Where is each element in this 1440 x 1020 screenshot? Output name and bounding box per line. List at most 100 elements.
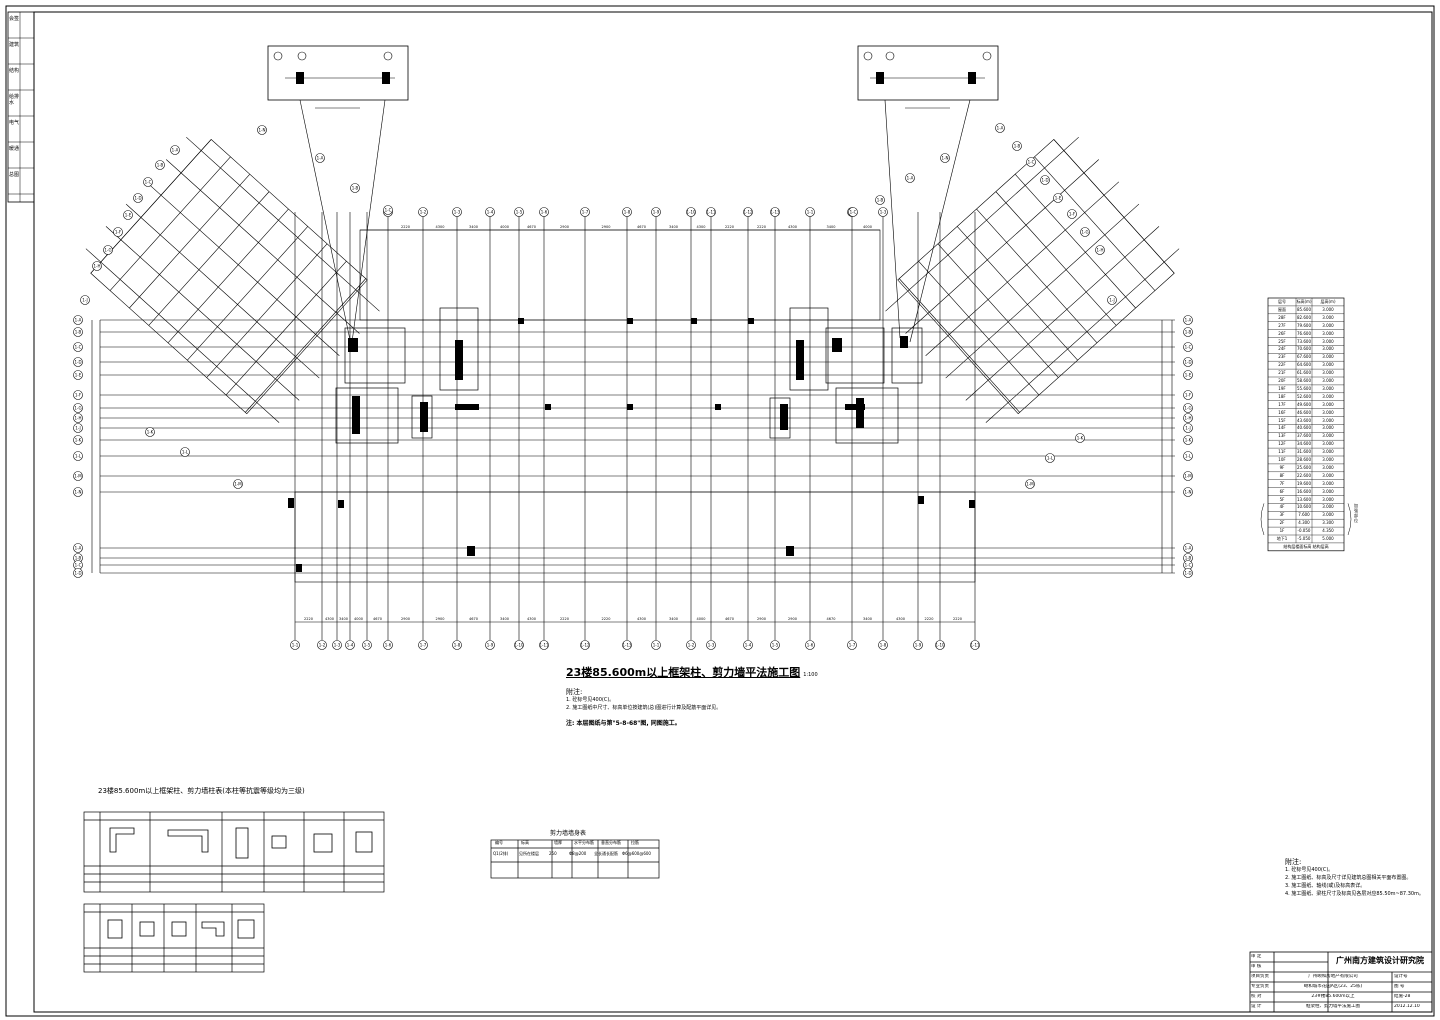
floor-table-cell-height: 3.000 (1322, 393, 1334, 399)
wing-grid-v (965, 226, 1160, 401)
floor-table-cell-height: 3.000 (1322, 346, 1334, 352)
detail-box-left (267, 45, 409, 109)
title-block-cell: 审 核 (1251, 964, 1262, 969)
leader-line (909, 99, 971, 343)
floor-table-cell-elev: 58.600 (1297, 378, 1311, 383)
title-block-cell: 审 定 (1251, 954, 1262, 959)
floor-table-cell-floor: 2F (1279, 520, 1285, 526)
axis-label: 1-A (75, 318, 82, 323)
axis-label: 1-F (115, 230, 122, 235)
axis-bubble: 1-C (1183, 560, 1193, 570)
dim-text: 2900 (560, 225, 569, 229)
wall-table (490, 839, 660, 879)
axis-label: 1-B (75, 556, 82, 561)
axis-circle (73, 435, 83, 445)
dim-text: 3400 (669, 617, 678, 621)
axis-circle (1183, 390, 1193, 400)
axis-bubble: 1-2 (317, 640, 327, 650)
dim-text: 4300 (436, 225, 445, 229)
axis-circle (1183, 342, 1193, 352)
floor-table-cell-elev: 31.600 (1297, 449, 1311, 455)
notes-b-title: 附注: (1285, 858, 1302, 866)
axis-circle (155, 160, 165, 170)
axis-label: 1-D (74, 571, 81, 576)
axis-label: 1-E (125, 213, 132, 218)
axis-circle (73, 327, 83, 337)
axis-circle (622, 207, 632, 217)
dim-text: 4000 (863, 225, 872, 229)
axis-bubble: 1-A (315, 153, 325, 163)
axis-label: 1-9 (653, 210, 660, 215)
axis-label: 1-5 (516, 210, 523, 215)
axis-circle (1107, 295, 1117, 305)
title-block-cell: 专业负责 (1251, 984, 1269, 989)
wing-grid-h (109, 156, 231, 291)
column (796, 340, 804, 380)
floor-table-cell-height: 3.000 (1322, 338, 1334, 344)
axis-circle (145, 427, 155, 437)
axis-bubble: 1-9 (651, 207, 661, 217)
floor-table-cell-floor: 19F (1278, 385, 1286, 391)
axis-label: 1-M (234, 482, 242, 487)
floor-table-cell-height: 3.000 (1322, 433, 1334, 439)
axis-circle (1012, 141, 1022, 151)
margin-label: 结构 (9, 68, 20, 74)
axis-label: 1-J (1109, 298, 1114, 303)
margin-label: 暖通 (9, 146, 20, 152)
axis-bubble: 1-7 (580, 207, 590, 217)
floor-table-cell-floor: 11F (1278, 449, 1286, 455)
floor-table-cell-floor: 16F (1278, 409, 1286, 415)
axis-label: 1-A (172, 148, 179, 153)
axis-bubble: 1-C (73, 560, 83, 570)
column (455, 404, 479, 410)
axis-label: 1-3 (880, 210, 887, 215)
axis-label: 1-N (1185, 490, 1192, 495)
axis-circle (103, 245, 113, 255)
axis-bubble: 1-12 (580, 640, 590, 650)
title-block-company: 广州南方建筑设计研究院 (1336, 956, 1424, 965)
axis-label: 1-C (1185, 563, 1192, 568)
column (352, 396, 360, 434)
axis-bubble: 1-9 (913, 640, 923, 650)
axis-circle (935, 640, 945, 650)
axis-bubble: 1-13 (622, 640, 632, 650)
axis-bubble: 1-10 (514, 640, 524, 650)
axis-bubble: 1-3 (706, 640, 716, 650)
axis-label: 1-D (74, 360, 81, 365)
floor-table-cell-floor: 13F (1278, 433, 1286, 439)
floor-table-cell-elev: 43.600 (1297, 417, 1311, 423)
axis-circle (123, 210, 133, 220)
axis-circle (1080, 227, 1090, 237)
axis-label: 1-7 (420, 643, 427, 648)
wing-grid-h (167, 208, 289, 343)
floor-table-cell-elev: 64.600 (1297, 362, 1311, 368)
axis-circle (539, 640, 549, 650)
axis-bubble: 1-F (113, 227, 123, 237)
axis-bubble: 1-E (1183, 370, 1193, 380)
notes-b-line-1: 1. 砼标号见400(C)。 (1285, 867, 1334, 873)
wing-grid-h (206, 243, 328, 378)
axis-bubble: 1-J (80, 295, 90, 305)
axis-label: 1-N (942, 156, 949, 161)
wing-grid-v (145, 181, 340, 356)
axis-label: 1-10 (514, 643, 524, 648)
notes-a-title: 附注: (566, 688, 583, 696)
axis-circle (73, 390, 83, 400)
wall-table-row: Q1(2排) 见所在楼层 250 Φ8@200 全长通长配筋 Φ6@600@60… (491, 851, 659, 859)
detail-box-right (857, 45, 999, 109)
wing-grid-v (105, 226, 300, 401)
axis-bubble: 1-E (123, 210, 133, 220)
axis-bubble: 1-N (1183, 487, 1193, 497)
right-wing (885, 136, 1180, 423)
axis-label: 1-C (385, 208, 392, 213)
dim-text: 2220 (401, 225, 410, 229)
axis-bubble: 1-11 (706, 207, 716, 217)
floor-table-cell-height: 3.000 (1322, 472, 1334, 478)
dim-text: 2900 (436, 617, 445, 621)
wall-cell-0: Q1(2排) (493, 851, 509, 856)
axis-label: 1-J (75, 426, 80, 431)
axis-bubble: 1-N (940, 153, 950, 163)
dim-text: 4300 (325, 617, 334, 621)
floor-table-cell-floor: 12F (1278, 441, 1286, 447)
axis-label: 1-B (75, 330, 82, 335)
